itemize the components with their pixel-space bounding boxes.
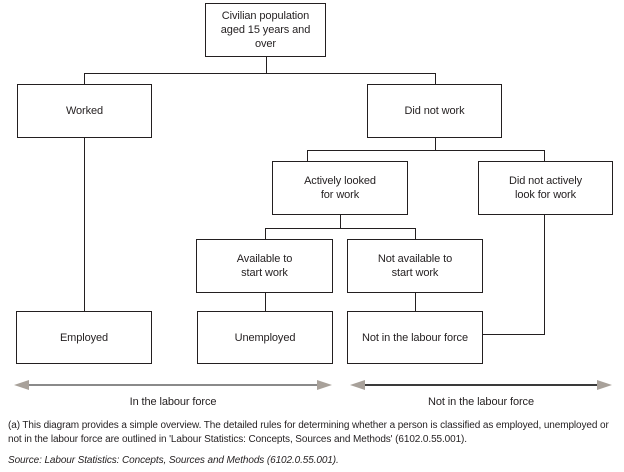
source-text: Source: Labour Statistics: Concepts, Sou… (8, 455, 339, 466)
arrowhead-right-icon (317, 380, 332, 390)
connector-level1-horizontal (84, 73, 436, 74)
connector-level2-horizontal (307, 150, 545, 151)
arrowhead-right-icon (597, 380, 612, 390)
connector-did-not-work-down (435, 138, 436, 150)
node-available-to-start-work: Available to start work (196, 239, 333, 293)
node-did-not-actively-look-for-work: Did not actively look for work (478, 161, 613, 215)
arrow-shaft (362, 384, 600, 386)
node-civilian-population: Civilian population aged 15 years and ov… (205, 3, 326, 57)
connector-to-did-not-work (435, 73, 436, 84)
connector-to-not-available (415, 228, 416, 239)
connector-actively-looked-down (340, 215, 341, 228)
node-not-available-to-start-work: Not available to start work (347, 239, 483, 293)
connector-level3-horizontal (265, 228, 416, 229)
connector-available-to-unemployed (265, 293, 266, 311)
node-worked: Worked (17, 84, 152, 138)
in-labour-force-arrow (14, 380, 332, 390)
not-in-labour-force-arrow (350, 380, 612, 390)
connector-to-available (265, 228, 266, 239)
connector-to-did-not-actively (544, 150, 545, 161)
in-labour-force-label: In the labour force (129, 396, 217, 408)
arrowhead-left-icon (350, 380, 365, 390)
connector-worked-to-employed (84, 138, 85, 311)
connector-not-available-to-nilf (415, 293, 416, 311)
node-employed: Employed (16, 311, 152, 364)
connector-did-not-actively-down (544, 215, 545, 335)
node-did-not-work: Did not work (367, 84, 502, 138)
arrowhead-left-icon (14, 380, 29, 390)
node-actively-looked-for-work: Actively looked for work (272, 161, 408, 215)
connector-did-not-actively-to-nilf (483, 334, 545, 335)
arrow-shaft (26, 384, 320, 386)
connector-to-worked (84, 73, 85, 84)
not-in-labour-force-label: Not in the labour force (428, 396, 534, 408)
footnote-text: (a) This diagram provides a simple overv… (8, 420, 609, 445)
node-not-in-the-labour-force: Not in the labour force (347, 311, 483, 364)
connector-to-actively-looked (307, 150, 308, 161)
node-unemployed: Unemployed (197, 311, 333, 364)
connector-civilian-down (266, 57, 267, 73)
